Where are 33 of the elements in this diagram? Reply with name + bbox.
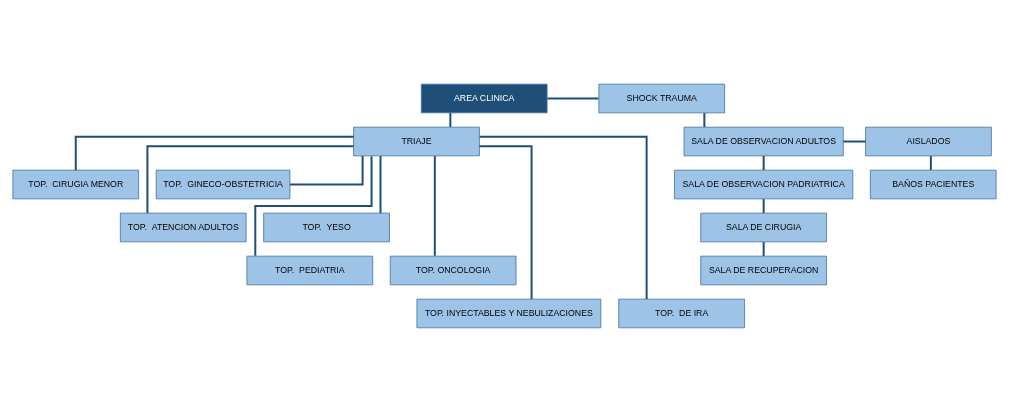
connector: [478, 145, 533, 300]
node-box: TOP. GINECO-OBSTETRICIA: [155, 169, 291, 200]
node-box: TRIAJE: [353, 126, 480, 157]
node-box: SHOCK TRAUMA: [598, 83, 726, 114]
node-box: TOP. YESO: [263, 212, 390, 243]
connector: [449, 112, 452, 128]
connector: [433, 155, 436, 257]
node-box: TOP. DE IRA: [618, 298, 745, 329]
node-box: SALA DE OBSERVACION ADULTOS: [683, 126, 844, 157]
connector: [254, 155, 373, 257]
connector: [478, 135, 648, 300]
node-box: TOP. CIRUGIA MENOR: [12, 169, 140, 200]
node-box: TOP. ATENCION ADULTOS: [119, 212, 247, 243]
node-box: SALA DE OBSERVACION PADRIATRICA: [674, 169, 854, 200]
node-box: SALA DE CIRUGIA: [700, 212, 827, 243]
connector: [762, 155, 765, 171]
node-box: AREA CLINICA: [420, 83, 548, 114]
connector: [762, 241, 765, 257]
node-box: BAÑOS PACIENTES: [869, 169, 997, 200]
connector: [762, 198, 765, 214]
connector: [288, 155, 364, 186]
connector: [546, 97, 600, 100]
connector: [703, 112, 706, 128]
node-box: TOP. PEDIATRIA: [246, 255, 374, 286]
connector: [929, 155, 932, 171]
connector: [74, 135, 355, 172]
connector: [379, 155, 382, 215]
node-box: AISLADOS: [865, 126, 992, 157]
node-box: TOP. INYECTABLES Y NEBULIZACIONES: [416, 298, 602, 329]
node-box: TOP. ONCOLOGIA: [389, 255, 517, 286]
connector: [146, 145, 355, 214]
connector: [842, 140, 867, 143]
node-box: SALA DE RECUPERACION: [700, 255, 827, 286]
